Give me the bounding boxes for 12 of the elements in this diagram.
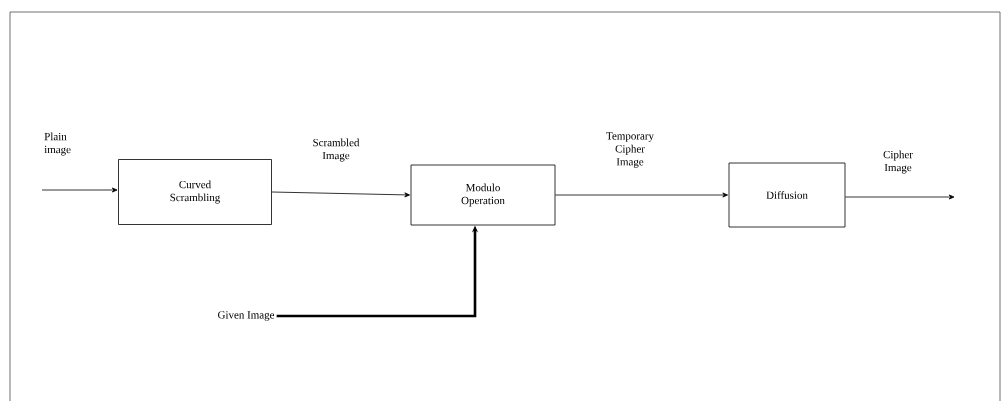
arrow (271, 191, 410, 198)
arrow (41, 187, 118, 193)
process-box: Diffusion (728, 162, 846, 228)
edge-label: Cipher Image (883, 150, 913, 174)
process-box: Curved Scrambling (118, 159, 272, 225)
edge-label: Temporary Cipher Image (606, 132, 654, 168)
edge-label: Scrambled Image (313, 138, 360, 162)
input-label: Given Image (218, 311, 275, 321)
process-box: Modulo Operation (410, 164, 556, 226)
edge-label: Plain image (44, 132, 71, 156)
arrow (555, 192, 728, 198)
arrow (845, 194, 955, 200)
